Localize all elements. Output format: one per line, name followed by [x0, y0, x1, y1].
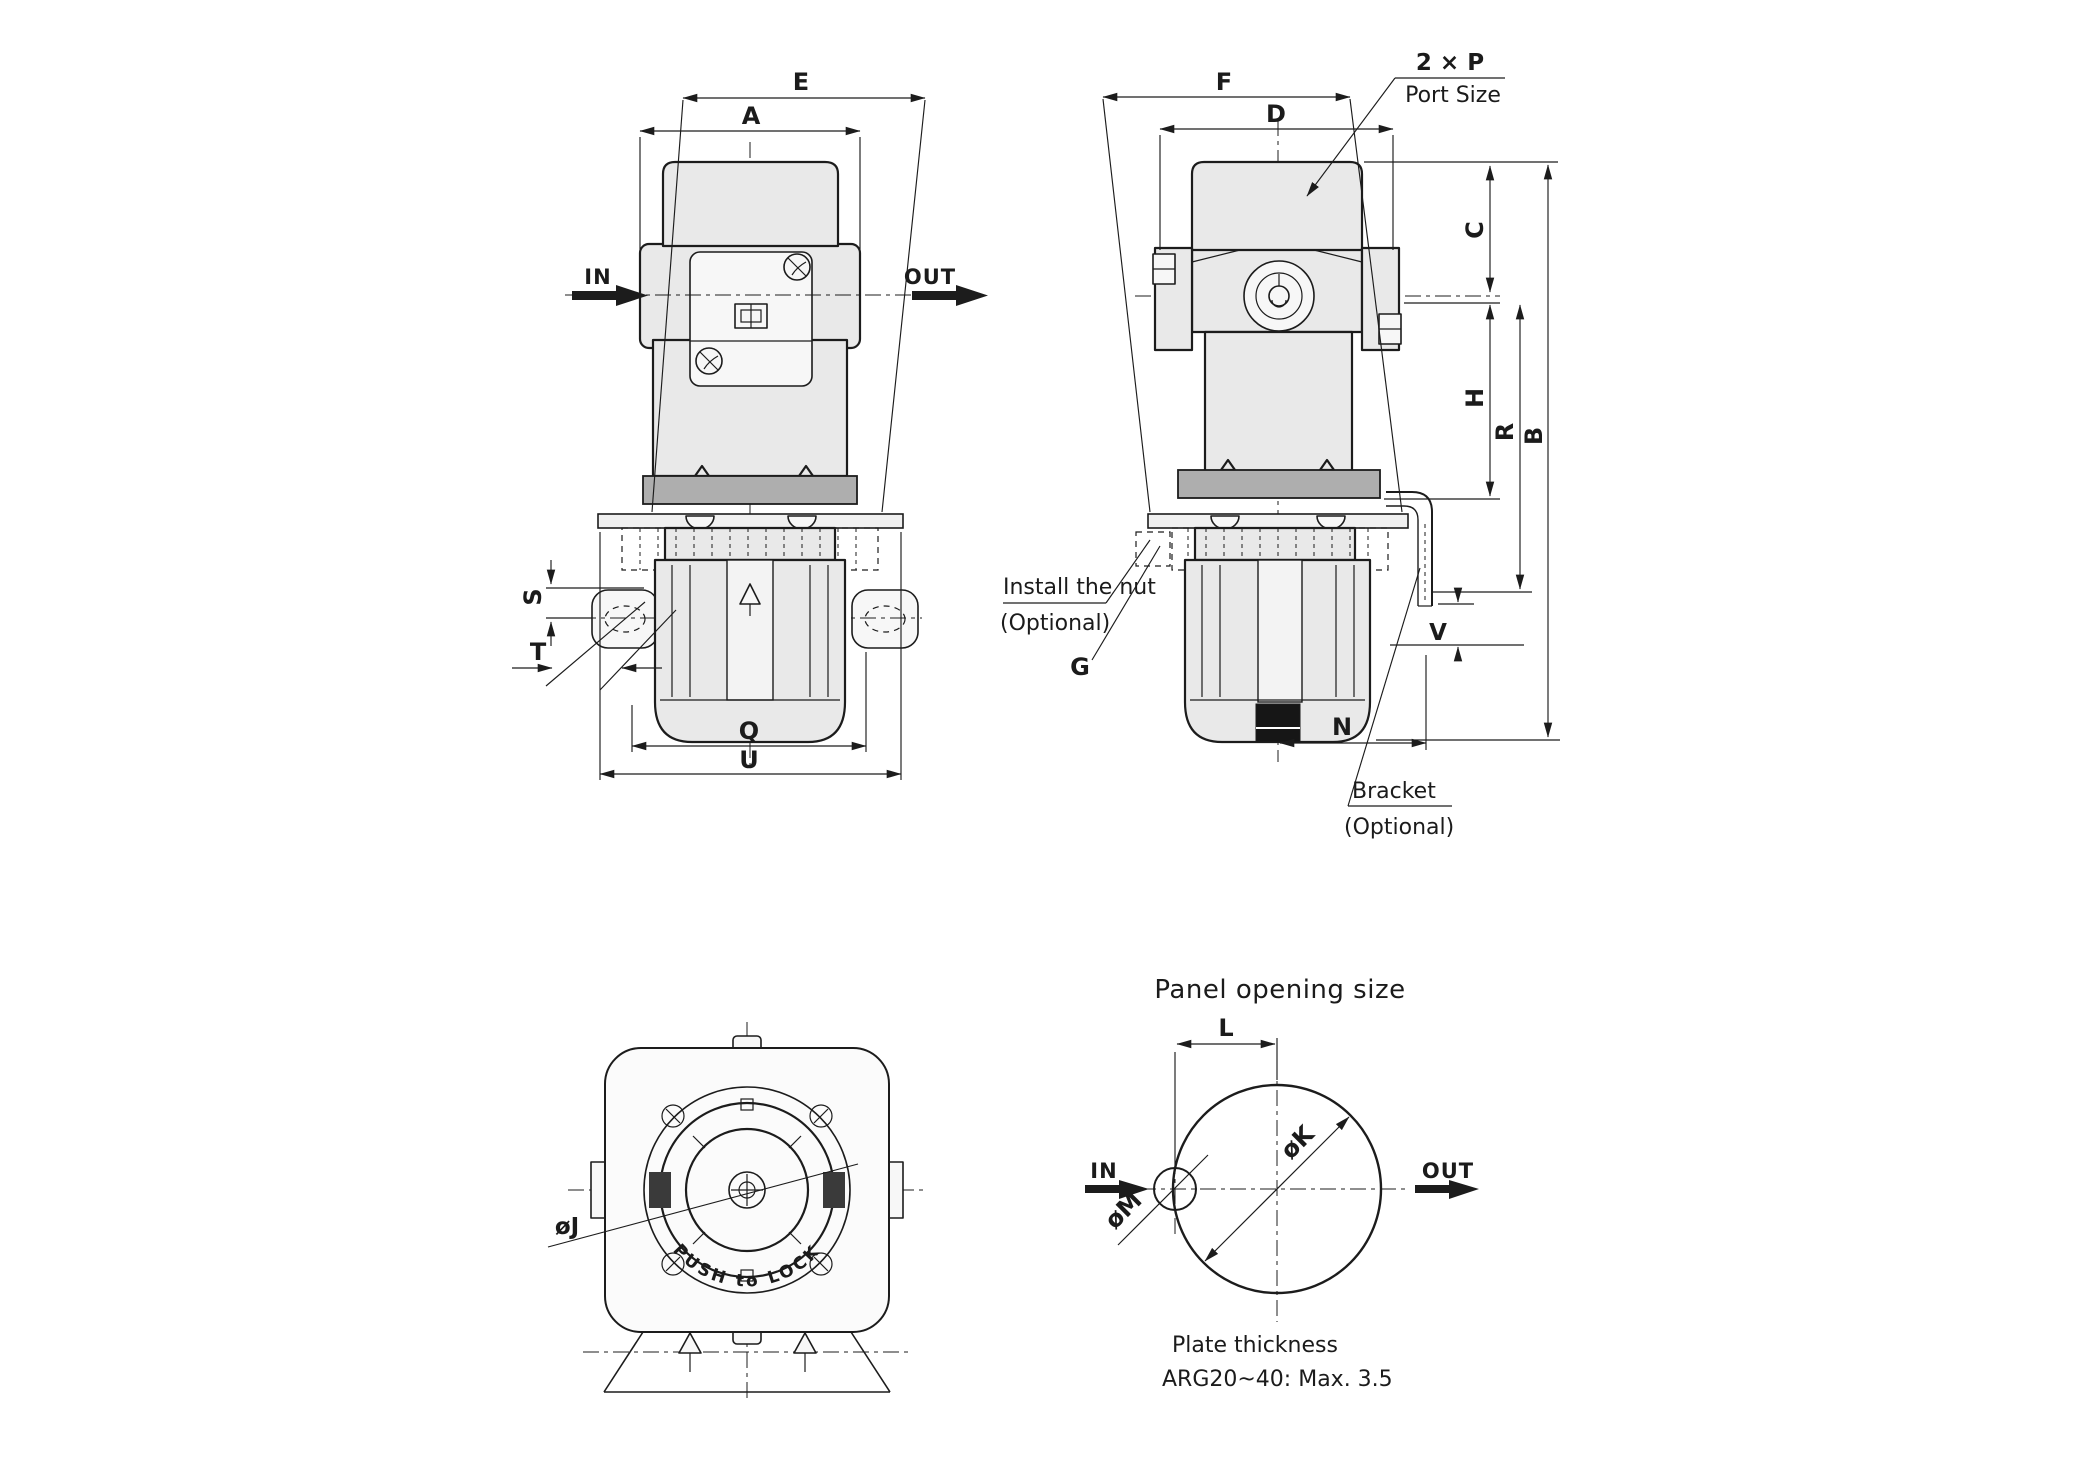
side-dim-v: V — [1429, 620, 1447, 646]
side-dim-n: N — [1332, 713, 1352, 741]
front-out-arrow — [912, 285, 988, 306]
side-regulator-body — [1135, 160, 1433, 744]
bottom-grip-right — [823, 1172, 845, 1208]
front-view: IN OUT E A S T — [512, 68, 988, 780]
front-bowl — [653, 558, 847, 744]
side-dim-g: G — [1070, 653, 1090, 681]
panel-dim-k: øK — [1275, 1119, 1321, 1165]
front-bonnet — [661, 160, 840, 248]
side-flange-band — [1177, 469, 1381, 499]
front-screw-top — [783, 253, 811, 281]
side-view: F D 2 × P Port Size C H R B — [1000, 50, 1560, 840]
front-in-label: IN — [584, 265, 611, 289]
front-flange-band — [642, 475, 858, 505]
side-dim-f: F — [1216, 68, 1232, 96]
panel-note-line1: Plate thickness — [1172, 1333, 1338, 1358]
side-pressure-gauge — [1243, 260, 1315, 332]
side-dimensions: F D 2 × P Port Size C H R B — [1000, 50, 1560, 840]
panel-title: Panel opening size — [1154, 975, 1405, 1005]
front-dim-e: E — [793, 68, 809, 96]
side-dim-b: B — [1520, 427, 1548, 445]
front-dim-q: Q — [739, 717, 759, 745]
side-bracket-optional — [1386, 491, 1433, 607]
bottom-body — [583, 1035, 908, 1393]
side-bracket-note-line2: (Optional) — [1344, 815, 1454, 840]
panel-out-label: OUT — [1422, 1159, 1474, 1183]
front-dim-s: S — [519, 588, 547, 605]
side-port-count-label: 2 × P — [1416, 50, 1484, 76]
front-regulator-body — [580, 160, 922, 744]
side-drain — [1255, 703, 1301, 743]
side-dim-d: D — [1266, 100, 1286, 128]
side-port-size-label: Port Size — [1405, 83, 1501, 108]
side-nut-note-line1: Install the nut — [1003, 575, 1156, 600]
side-dim-c: C — [1461, 221, 1489, 239]
bottom-grip-left — [649, 1172, 671, 1208]
bottom-view: PUSH to LOCK øJ — [547, 1022, 928, 1402]
panel-in-label: IN — [1090, 1159, 1117, 1183]
panel-view: Panel opening size L øK øM IN OUT Plate … — [1085, 975, 1479, 1392]
panel-dim-l: L — [1218, 1014, 1233, 1042]
side-dim-h: H — [1461, 388, 1489, 408]
bottom-corner-screws — [661, 1104, 833, 1276]
front-in-arrow — [572, 285, 648, 306]
front-screw-bottom — [695, 347, 723, 375]
front-dim-u: U — [739, 746, 759, 774]
side-panel-plate — [1147, 513, 1409, 529]
front-dim-t: T — [530, 638, 547, 666]
front-dim-a: A — [742, 102, 761, 130]
front-panel-plate — [597, 513, 904, 529]
bottom-dim-j: øJ — [555, 1214, 579, 1240]
side-bonnet — [1190, 160, 1364, 254]
panel-note-line2: ARG20~40: Max. 3.5 — [1162, 1367, 1393, 1392]
front-dimensions: E A S T Q U — [512, 68, 926, 780]
side-dim-r: R — [1491, 423, 1519, 441]
panel-out-arrow — [1415, 1180, 1479, 1199]
side-bracket-note-line1: Bracket — [1352, 779, 1436, 804]
side-nut-note-line2: (Optional) — [1000, 611, 1110, 636]
front-out-label: OUT — [904, 265, 956, 289]
front-lock-indicator — [734, 303, 768, 329]
panel-in-arrow — [1085, 1180, 1149, 1199]
